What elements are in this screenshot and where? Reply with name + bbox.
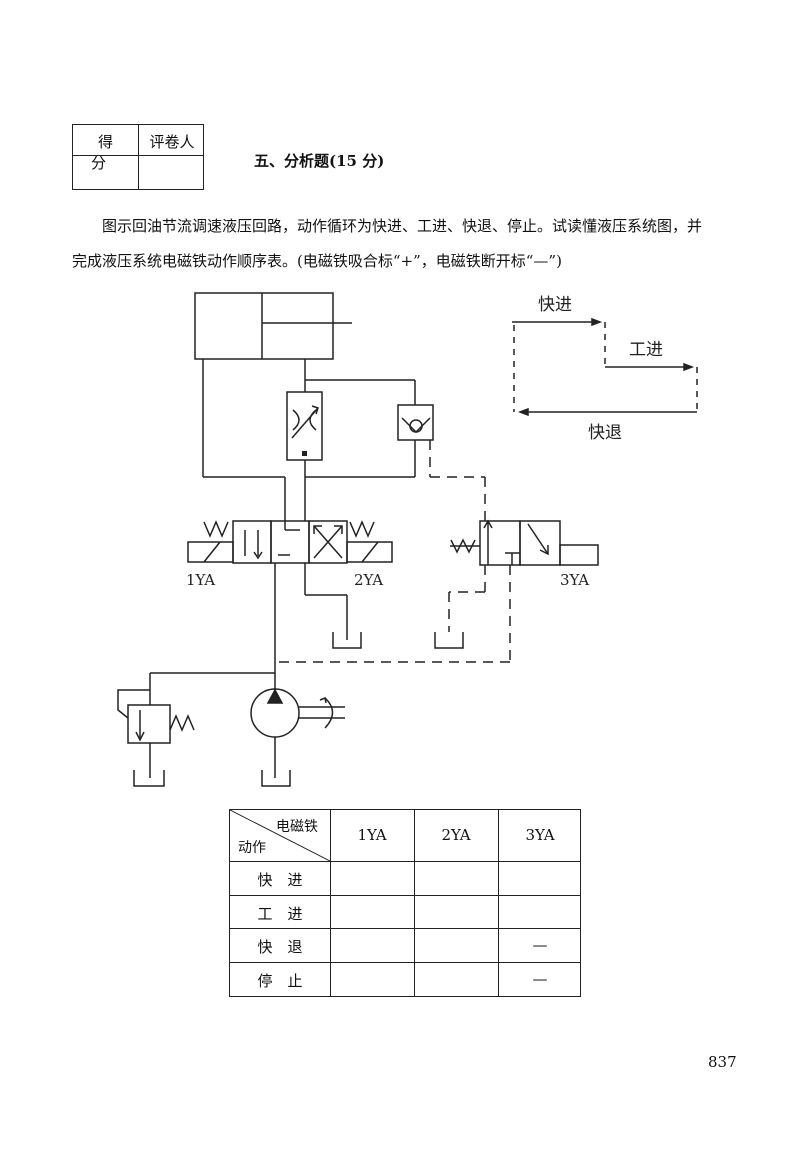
table-cell[interactable]: — [532, 936, 548, 954]
header-corner-bottom: 动作 [238, 840, 266, 856]
label-1ya: 1YA [186, 571, 215, 589]
row-action: 快 进 [257, 871, 303, 889]
question-text-line-2: 完成液压系统电磁铁动作顺序表。(电磁铁吸合标“+”，电磁铁断开标“—”) [72, 252, 562, 270]
header-corner-top: 电磁铁 [276, 819, 318, 835]
work-cycle-diagram [512, 317, 698, 417]
label-fast-forward: 快进 [538, 295, 572, 315]
section-title: 五、分析题(15 分) [254, 152, 385, 170]
score-box: 得 分 评卷人 [72, 124, 204, 190]
page-number: 837 [708, 1053, 737, 1071]
score-label: 得 分 [90, 133, 127, 172]
header-diagonal [230, 810, 330, 861]
two-position-solenoid-valve [450, 519, 599, 566]
column-header: 3YA [525, 826, 555, 844]
column-header: 1YA [357, 826, 387, 844]
tank-icon-3 [261, 770, 291, 787]
tank-icon [332, 632, 362, 649]
question-text-line-1: 图示回油节流调速液压回路，动作循环为快进、工进、快退、停止。试读懂液压系统图，并 [102, 217, 703, 235]
throttle-valve [286, 391, 323, 461]
tank-icon-2 [133, 770, 165, 787]
hydraulic-circuit-diagram: 1YA 2YA 3YA 快进 工进 快退 [117, 292, 698, 787]
check-valve [397, 404, 434, 441]
relief-valve [127, 704, 171, 744]
label-work-feed: 工进 [629, 340, 663, 360]
table-cell[interactable]: — [532, 970, 548, 988]
solenoid-sequence-table: 电磁铁 动作 1YA 2YA 3YA 快 进 工 进 快 退 停 止 — — [229, 809, 581, 997]
label-3ya: 3YA [560, 571, 589, 589]
grader-label: 评卷人 [149, 133, 195, 151]
three-position-directional-valve [187, 520, 393, 564]
label-2ya: 2YA [354, 571, 383, 589]
label-fast-return: 快退 [588, 423, 622, 443]
column-header: 2YA [441, 826, 471, 844]
hydraulic-cylinder [194, 292, 334, 360]
row-action: 停 止 [257, 972, 303, 990]
row-action: 工 进 [257, 905, 303, 923]
row-action: 快 退 [257, 938, 303, 956]
